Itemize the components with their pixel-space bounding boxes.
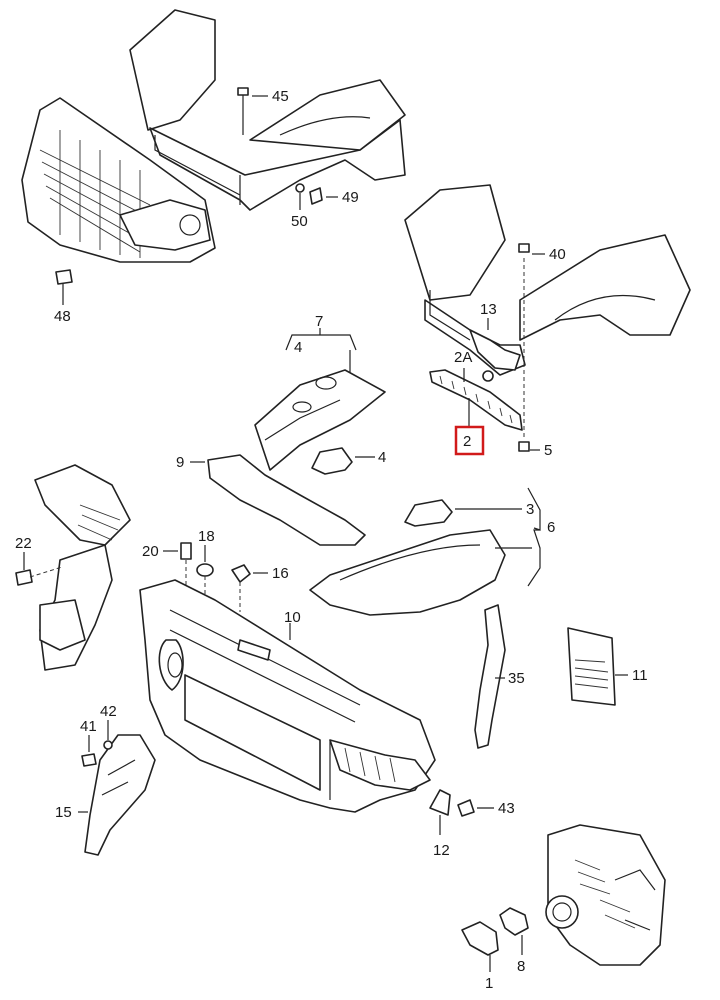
callout-49: 49 [342, 189, 359, 206]
callout-2: 2 [463, 433, 471, 450]
insulation-bracket-7: 7 4 [285, 313, 357, 375]
callout-35: 35 [508, 670, 525, 687]
hood-insulation-6: 6 [309, 487, 555, 616]
bracket-15: 15 [55, 734, 156, 856]
part-2-highlighted: 2 [454, 398, 485, 456]
bolt-40: 40 [518, 243, 566, 300]
callout-8: 8 [517, 958, 525, 975]
callout-50: 50 [291, 213, 308, 230]
clip-4: 4 [311, 447, 386, 475]
air-guide-35: 35 [474, 604, 525, 749]
callout-22: 22 [15, 535, 32, 552]
callout-10: 10 [284, 609, 301, 626]
washer-42: 42 [100, 703, 117, 750]
insulation-pad-upper [254, 369, 386, 471]
bolt-48: 48 [54, 269, 73, 325]
callout-9: 9 [176, 454, 184, 471]
bolt-45: 45 [237, 87, 289, 135]
grommet-18: 18 [196, 528, 215, 610]
clip-3: 3 [404, 499, 534, 527]
callout-13: 13 [480, 301, 497, 318]
callout-12: 12 [433, 842, 450, 859]
front-grille-assembly [21, 97, 216, 263]
callout-2a: 2A [454, 349, 472, 366]
callout-5: 5 [544, 442, 552, 459]
highlight-box [454, 425, 485, 456]
callout-42: 42 [100, 703, 117, 720]
callout-4a: 4 [294, 339, 302, 356]
insulation-mat-9: 9 [176, 454, 366, 546]
seal-strip-2a: 2A [429, 349, 523, 431]
callout-40: 40 [549, 246, 566, 263]
callout-11: 11 [632, 667, 648, 684]
lock-carrier-10: 10 [139, 579, 436, 813]
right-fender-assembly [404, 184, 691, 376]
callout-45: 45 [272, 88, 289, 105]
upper-fender-assembly [129, 9, 406, 211]
bracket-12-bolt-43: 43 12 [429, 789, 515, 859]
callout-7: 7 [315, 313, 323, 330]
bolt-49: 49 [309, 187, 359, 206]
callout-18: 18 [198, 528, 215, 545]
callout-20: 20 [142, 543, 159, 560]
callout-43: 43 [498, 800, 515, 817]
callout-4b: 4 [378, 449, 386, 466]
bolt-5: 5 [518, 300, 552, 459]
callout-48: 48 [54, 308, 71, 325]
callout-16: 16 [272, 565, 289, 582]
bolt-22: 22 [15, 535, 63, 586]
fastener-pack-11: 11 [567, 627, 648, 706]
bracket-1: 1 [461, 921, 499, 992]
bumper-mount-assembly [545, 824, 666, 966]
callout-6: 6 [547, 519, 555, 536]
side-member-assembly [34, 464, 131, 671]
callout-15: 15 [55, 804, 72, 821]
callout-41: 41 [80, 718, 97, 735]
callout-3: 3 [526, 501, 534, 518]
clip-16: 16 [231, 564, 289, 612]
callout-1: 1 [485, 975, 493, 992]
washer-50: 50 [291, 183, 308, 230]
bracket-13: 13 [469, 301, 521, 382]
clip-8: 8 [499, 907, 529, 975]
bolt-41: 41 [80, 718, 97, 767]
